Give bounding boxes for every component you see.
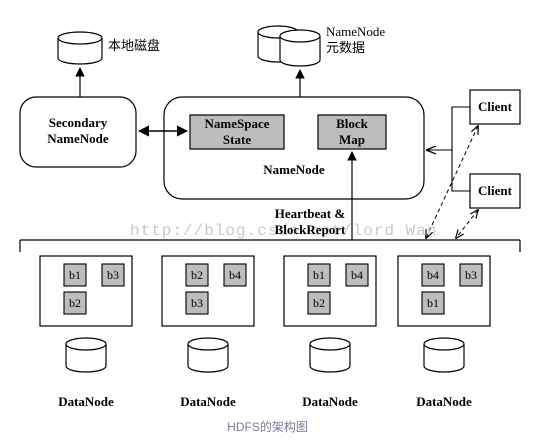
datanode-disk-icon — [187, 337, 229, 373]
block-map-label-line1: Block — [336, 116, 368, 131]
datanode-disk-icon — [309, 337, 351, 373]
datanodes-group — [39, 255, 491, 373]
block-map-label-line2: Map — [339, 132, 365, 148]
block-label: b1 — [69, 268, 81, 282]
block-b1-node4 — [421, 291, 445, 315]
client2-namenode-link — [451, 150, 470, 192]
client-label-2: Client — [478, 183, 512, 198]
datanode-label-4: DataNode — [416, 394, 472, 409]
block-b3-node1 — [101, 263, 125, 287]
datanode-disk-icon — [65, 337, 107, 373]
namenode-meta-label-line1: NameNode — [326, 24, 386, 39]
block-b3-node2 — [185, 291, 209, 315]
block-b2-node2 — [185, 263, 209, 287]
block-map-label: Block Map — [318, 116, 386, 149]
block-label: b3 — [107, 268, 119, 282]
block-label: b2 — [191, 268, 203, 282]
secondary-namenode-label-line2: NameNode — [47, 131, 109, 147]
namespace-state-box — [189, 114, 285, 150]
block-b4-node3 — [345, 263, 369, 287]
datanode-disk-icon — [423, 337, 465, 373]
secondary-namenode-label: Secondary NameNode — [20, 115, 136, 148]
block-label: b1 — [427, 296, 439, 310]
block-label: b2 — [69, 296, 81, 310]
client2-datanode-dashed — [456, 210, 478, 238]
namenode-label: NameNode — [263, 162, 325, 177]
datanode-label-3: DataNode — [302, 394, 358, 409]
namespace-state-label: NameSpace State — [190, 116, 284, 149]
block-b2-node3 — [307, 291, 331, 315]
local-disk-icon — [57, 31, 103, 65]
namenode-metadata-icon — [257, 25, 321, 67]
heartbeat-label-line2: BlockReport — [274, 222, 346, 238]
client-label-1: Client — [478, 99, 512, 114]
namespace-state-label-line2: State — [222, 132, 252, 148]
secondary-namenode-label-line1: Secondary — [48, 115, 108, 130]
block-b3-node4 — [459, 263, 483, 287]
block-b1-node1 — [63, 263, 87, 287]
block-b4-node4 — [421, 263, 445, 287]
block-label: b3 — [191, 296, 203, 310]
block-label: b3 — [465, 268, 477, 282]
block-label: b1 — [313, 268, 325, 282]
namenode-meta-label: NameNode 元数据 — [326, 24, 385, 57]
datanode-label-2: DataNode — [180, 394, 236, 409]
block-b4-node2 — [223, 263, 247, 287]
namespace-state-label-line1: NameSpace — [204, 116, 270, 131]
datanode-label-1: DataNode — [58, 394, 114, 409]
block-label: b4 — [229, 268, 241, 282]
block-b1-node3 — [307, 263, 331, 287]
local-disk-label: 本地磁盘 — [108, 38, 161, 53]
figure-caption: HDFS的架构图 — [227, 420, 308, 434]
block-b2-node1 — [63, 291, 87, 315]
block-label: b4 — [351, 268, 363, 282]
block-map-box — [317, 114, 387, 150]
block-label: b2 — [313, 296, 325, 310]
namenode-meta-label-line2: 元数据 — [326, 40, 366, 56]
secondary-namenode-box — [19, 96, 137, 168]
block-label: b4 — [427, 268, 439, 282]
client1-namenode-link — [427, 106, 470, 150]
heartbeat-label-line1: Heartbeat & — [274, 206, 346, 221]
watermark-text: http://blog.csdn.net/lord Wan — [130, 222, 438, 240]
client-box-1 — [469, 89, 521, 125]
heartbeat-label: Heartbeat & BlockReport — [270, 206, 350, 239]
